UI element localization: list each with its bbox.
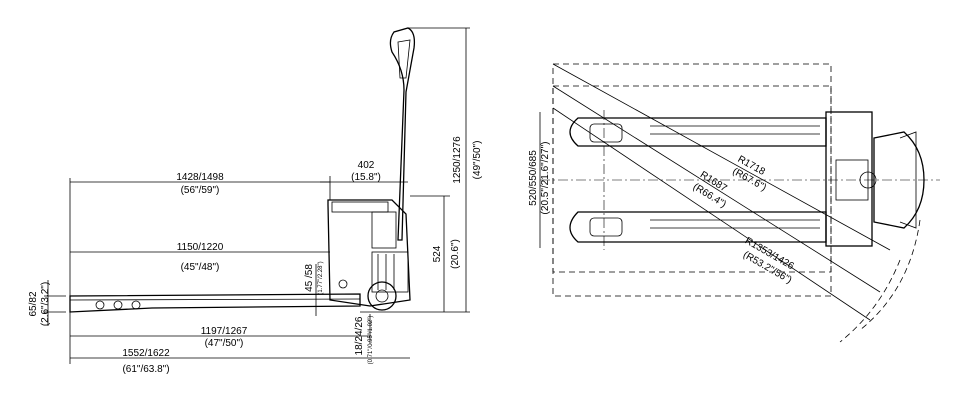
- dim-1250-inch: (49"/50"): [472, 141, 483, 180]
- dim-1428-inch: (56"/59"): [181, 185, 220, 196]
- dim-45: 45 /58: [304, 264, 315, 292]
- side-view: 1428/1498 (56"/59") 1150/1220 (45"/48") …: [28, 27, 483, 375]
- dim-1428: 1428/1498: [176, 172, 224, 183]
- dim-524: 524: [432, 245, 443, 262]
- dim-1197-inch: (47"/50"): [205, 338, 244, 349]
- chassis-side: [327, 199, 411, 307]
- dim-1150-inch: (45"/48"): [181, 262, 220, 273]
- envelope-inner: [552, 85, 832, 273]
- dim-402-inch: (15.8"): [351, 172, 381, 183]
- dim-524-inch: (20.6"): [450, 239, 461, 269]
- top-view: 520/550/685 (20.5"/21.6"/27") R1718 (R67…: [528, 63, 940, 343]
- dim-18: 18/24/26: [354, 316, 365, 355]
- handle-top: [873, 131, 925, 229]
- dim-1552-inch: (61"/63.8"): [122, 364, 169, 375]
- dim-1250: 1250/1276: [452, 136, 463, 184]
- tiller-handle: [389, 27, 416, 241]
- dim-65-inch: (2.6"/3.2"): [40, 282, 51, 326]
- chassis-top: [825, 111, 873, 247]
- dim-18-inch: (0.71"/0.95"/1.02"): [368, 316, 374, 365]
- dim-1197: 1197/1267: [201, 326, 248, 337]
- dim-1552: 1552/1622: [122, 348, 170, 359]
- dim-1150: 1150/1220: [177, 242, 224, 253]
- dim-65: 65/82: [28, 291, 39, 316]
- drive-wheel: [367, 281, 397, 311]
- fork-side: [69, 293, 361, 313]
- dim-45-inch: (1.77"/2.28"): [318, 261, 324, 294]
- dim-520-inch: (20.5"/21.6"/27"): [540, 142, 551, 215]
- dim-520: 520/550/685: [528, 150, 539, 206]
- fork-top-lower: [569, 211, 827, 243]
- dim-402: 402: [358, 160, 375, 171]
